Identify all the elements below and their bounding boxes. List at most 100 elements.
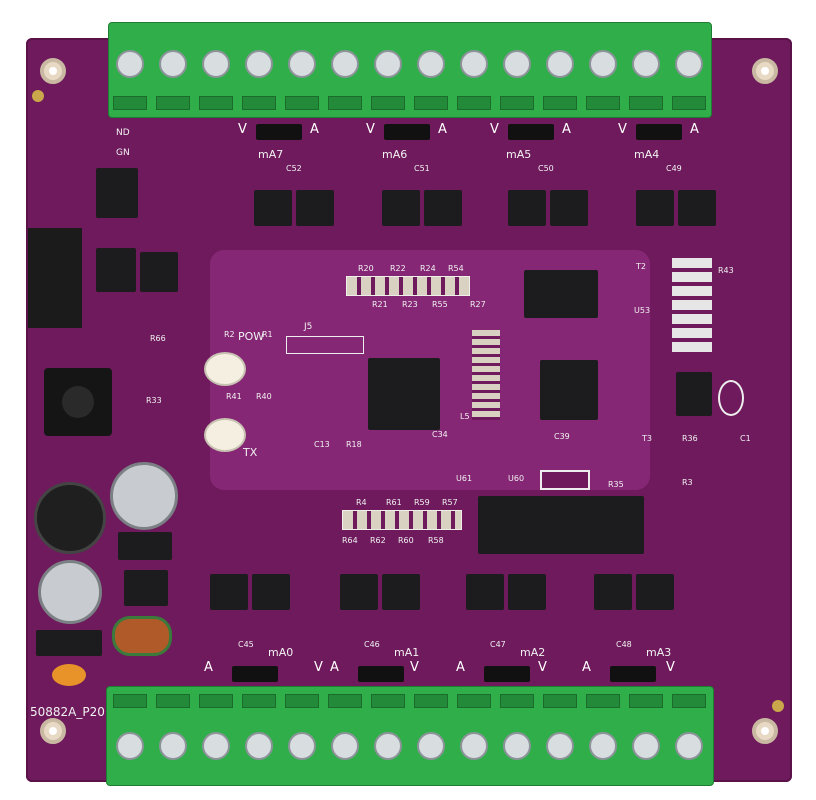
led-tx [204,418,246,452]
terminal-screw[interactable] [632,50,660,78]
terminal-screw[interactable] [589,732,617,760]
terminal-screw[interactable] [202,50,230,78]
terminal-screw[interactable] [460,732,488,760]
terminal-wire-slot [242,694,276,708]
terminal-wire-slot [414,96,448,110]
resistor-label: R60 [398,536,414,545]
terminal-screw[interactable] [546,50,574,78]
ic-chip [252,574,290,610]
cap-label: C48 [616,640,632,649]
jumper[interactable] [484,666,530,682]
pin-header[interactable] [286,336,364,354]
a-label: A [310,122,319,137]
ic-chip-soic [524,270,598,318]
terminal-screw[interactable] [503,732,531,760]
ic-chip [550,190,588,226]
component-label: C13 [314,440,330,449]
v-label: V [538,660,547,675]
resistor-label: R23 [402,300,418,309]
terminal-screw[interactable] [159,50,187,78]
terminal-screw[interactable] [116,50,144,78]
ma-label: mA3 [646,646,672,659]
component-label: U60 [508,474,525,483]
terminal-screw[interactable] [331,50,359,78]
smd-component [540,470,590,490]
terminal-screw[interactable] [632,732,660,760]
jumper[interactable] [508,124,554,140]
terminal-screw[interactable] [245,50,273,78]
header-label: J5 [304,322,313,332]
ic-chip-ssop [540,360,598,420]
terminal-screw[interactable] [331,732,359,760]
terminal-screw[interactable] [116,732,144,760]
terminal-screw[interactable] [417,50,445,78]
terminal-wire-slot [199,694,233,708]
jumper[interactable] [636,124,682,140]
electrolytic-capacitor [38,560,102,624]
component-label: C39 [554,432,570,441]
jumper[interactable] [358,666,404,682]
jumper[interactable] [384,124,430,140]
resistor-label: R64 [342,536,358,545]
fiducial-mark [772,700,784,712]
resistor-array [342,510,462,530]
terminal-wire-slot [113,694,147,708]
v-label: V [314,660,323,675]
terminal-screw[interactable] [288,732,316,760]
resistor-label: R27 [470,300,486,309]
component-label: R2 [224,330,235,339]
terminal-screw[interactable] [159,732,187,760]
toroid-inductor [112,616,172,656]
resistor-array [672,258,712,354]
jumper[interactable] [232,666,278,682]
mounting-hole-top-left [40,58,66,84]
electrolytic-capacitor [110,462,178,530]
mounting-hole-bottom-right [752,718,778,744]
component-label: R43 [718,266,734,275]
terminal-screw[interactable] [288,50,316,78]
terminal-wire-slot [457,694,491,708]
component-label: L5 [460,412,470,421]
terminal-screw[interactable] [546,732,574,760]
terminal-screw[interactable] [245,732,273,760]
terminal-screw[interactable] [675,732,703,760]
terminal-screw[interactable] [503,50,531,78]
component-label: U61 [456,474,473,483]
ma-label: mA2 [520,646,546,659]
terminal-screw[interactable] [202,732,230,760]
terminal-screw[interactable] [374,50,402,78]
jumper[interactable] [610,666,656,682]
ic-chip [508,190,546,226]
component-label: R18 [346,440,362,449]
terminal-screw[interactable] [589,50,617,78]
terminal-wire-slot [586,96,620,110]
power-jack[interactable] [28,228,82,328]
ic-chip [636,574,674,610]
terminal-wire-slot [543,96,577,110]
terminal-wire-slot [672,96,706,110]
isolation-module [478,496,644,554]
terminal-wire-slot [328,96,362,110]
resistor-label: R54 [448,264,464,273]
resistor-label: R22 [390,264,406,273]
terminal-screw[interactable] [374,732,402,760]
component-label: R41 [226,392,242,401]
terminal-screw[interactable] [417,732,445,760]
ic-chip [424,190,462,226]
mounting-hole-top-right [752,58,778,84]
jumper[interactable] [256,124,302,140]
terminal-screw[interactable] [460,50,488,78]
ma-label: mA4 [634,148,660,161]
ic-chip [678,190,716,226]
component-label: R36 [682,434,698,443]
resistor-label: R20 [358,264,374,273]
terminal-wire-slot [285,694,319,708]
terminal-screw[interactable] [675,50,703,78]
cap-label: C51 [414,164,430,173]
component-label: R3 [682,478,693,487]
ic-chip [382,190,420,226]
terminal-wire-slot [242,96,276,110]
terminal-wire-slot [629,96,663,110]
inductor-coil [34,482,106,554]
ic-chip [254,190,292,226]
